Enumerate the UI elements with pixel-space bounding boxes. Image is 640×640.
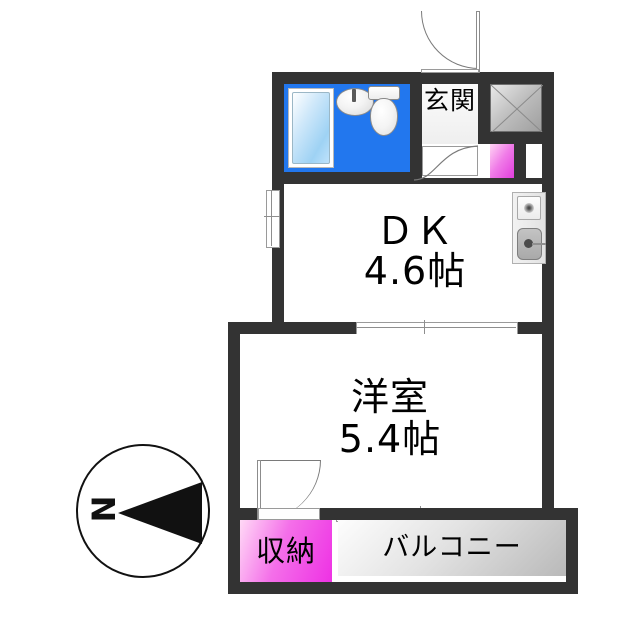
storage-label: 収納 <box>255 533 316 568</box>
storage-closet: 収納 <box>240 520 332 582</box>
entrance-closet <box>490 144 514 178</box>
shoe-cabinet-icon <box>490 84 543 133</box>
genkan-label: 玄関 <box>423 86 476 115</box>
entrance-door-leaf <box>476 11 480 73</box>
bath-door-opening <box>422 146 478 176</box>
sliding-door-mullion <box>424 320 425 336</box>
washitsu-room-size: 5.4帖 <box>338 417 442 461</box>
dk-room-label: ＤＫ <box>375 209 454 253</box>
dk-room-size: 4.6帖 <box>363 249 467 293</box>
wall-genkan-lower-right <box>478 132 554 144</box>
wall-upper-right-outer <box>542 144 554 334</box>
entrance-door-arc <box>421 11 479 69</box>
balcony-label: バルコニー <box>382 531 522 563</box>
wall-washitsu-right <box>542 322 554 520</box>
compass-rose: N <box>76 444 210 578</box>
north-arrow-icon <box>118 482 202 544</box>
bathtub-icon <box>292 92 330 164</box>
storage-door-threshold <box>258 508 320 520</box>
faucet-icon <box>352 89 356 102</box>
balcony-area: バルコニー <box>338 520 566 576</box>
dk-window-mullion <box>264 216 280 217</box>
dk-window-rail <box>271 190 272 246</box>
stove-burner-icon <box>524 203 534 213</box>
dk-window <box>266 190 280 248</box>
dk-room <box>284 184 542 322</box>
wall-left-upper <box>272 72 284 184</box>
sliding-door-rail <box>356 327 516 328</box>
wall-bottom-shell-bot <box>228 582 578 594</box>
wall-bottom-shell-left <box>228 508 240 594</box>
toilet-icon <box>370 98 398 136</box>
wall-genkan-right <box>478 72 490 144</box>
wall-balcony-top <box>330 508 578 520</box>
wall-bath-genkan-divider <box>410 72 422 172</box>
kitchen-faucet-icon <box>532 243 546 245</box>
washitsu-room-label: 洋室 <box>350 375 429 419</box>
entrance-threshold <box>421 69 479 73</box>
kitchen-drain-icon <box>524 239 533 248</box>
wall-washitsu-left <box>228 322 240 520</box>
bath-door-arc <box>413 145 479 181</box>
wall-bottom-bath <box>272 172 422 184</box>
genkan-floor <box>422 84 478 144</box>
wall-bottom-shell-right <box>566 508 578 594</box>
